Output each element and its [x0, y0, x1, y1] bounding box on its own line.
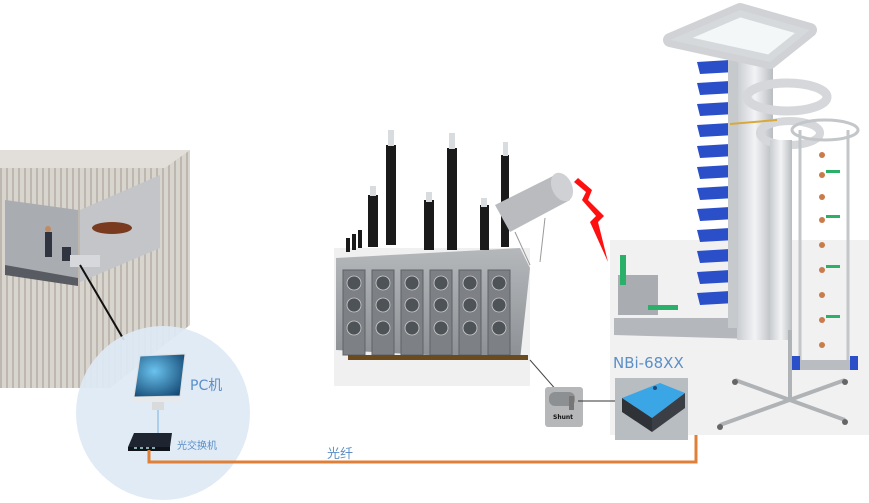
- shunt-label: Shunt: [553, 414, 574, 421]
- generator-column: [737, 55, 773, 340]
- corona-ring-top: [663, 3, 817, 69]
- room-cable: [79, 264, 125, 341]
- control-zone-circle: [76, 326, 250, 500]
- conservator-tank: [495, 172, 574, 266]
- power-transformer: [334, 130, 574, 393]
- person-standing: [45, 232, 52, 257]
- shunt-icon: [545, 387, 583, 427]
- person-seated: [62, 247, 71, 261]
- divider-frame: [790, 118, 860, 365]
- shunt-lead: [529, 359, 559, 393]
- divider-stand: [719, 330, 846, 427]
- lightning-icon: [574, 178, 608, 262]
- torus-ring-upper: [742, 78, 832, 116]
- meeting-table: [92, 222, 132, 234]
- voltage-divider: [770, 140, 792, 340]
- desk: [70, 255, 100, 267]
- optical-switch-label: 光交换机: [177, 441, 217, 452]
- fiber-label: 光纤: [327, 447, 354, 462]
- pc-label: PC机: [190, 378, 223, 394]
- nbi-device: [615, 378, 688, 440]
- optical-switch-icon: [128, 433, 172, 451]
- device-model-label: NBi-68XX: [613, 354, 684, 372]
- control-room-building: [0, 150, 190, 388]
- capacitor-stages: [697, 60, 735, 305]
- room-interior-left: [5, 200, 78, 282]
- pc-monitor-icon: [132, 353, 186, 435]
